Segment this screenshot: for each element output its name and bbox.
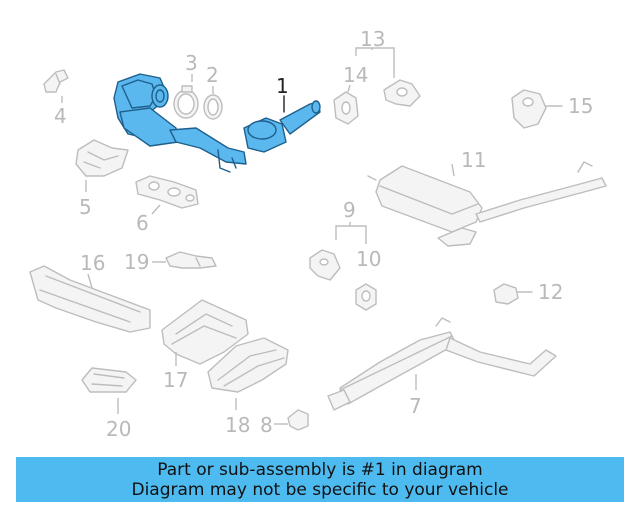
label-4[interactable]: 4 (54, 104, 67, 128)
label-17[interactable]: 17 (163, 368, 188, 392)
label-7[interactable]: 7 (409, 394, 422, 418)
label-5[interactable]: 5 (79, 195, 92, 219)
part-8-clamp[interactable] (287, 409, 309, 431)
part-18-heat-shield[interactable] (207, 337, 289, 393)
part-19-bracket[interactable] (165, 251, 217, 269)
label-8[interactable]: 8 (260, 413, 273, 437)
part-9-hanger-bracket[interactable] (309, 249, 341, 281)
label-18[interactable]: 18 (225, 413, 250, 437)
part-4-bracket[interactable] (43, 69, 69, 93)
part-7-center-muffler[interactable] (327, 317, 557, 411)
part-20-shield-plate[interactable] (81, 367, 137, 393)
label-11[interactable]: 11 (461, 148, 486, 172)
part-1-catalytic-converter[interactable] (113, 73, 321, 173)
label-15[interactable]: 15 (568, 94, 593, 118)
label-10[interactable]: 10 (356, 247, 381, 271)
label-3[interactable]: 3 (185, 51, 198, 75)
part-13-group-bracket (355, 47, 395, 78)
part-14-hanger[interactable] (333, 91, 359, 125)
part-9-group-bracket (335, 222, 367, 244)
part-12-clamp[interactable] (493, 283, 533, 305)
part-2-gasket[interactable] (203, 94, 223, 120)
part-10-rubber-hanger[interactable] (355, 283, 377, 311)
label-13[interactable]: 13 (360, 27, 385, 51)
label-6[interactable]: 6 (136, 211, 149, 235)
label-1[interactable]: 1 (276, 74, 289, 98)
label-20[interactable]: 20 (106, 417, 131, 441)
part-13-hanger-bracket[interactable] (383, 79, 421, 107)
part-5-heat-shield-bracket[interactable] (75, 139, 129, 177)
part-11-rear-muffler[interactable] (367, 161, 607, 247)
label-12[interactable]: 12 (538, 280, 563, 304)
label-19[interactable]: 19 (124, 250, 149, 274)
part-6-flange-gasket[interactable] (135, 175, 199, 209)
part-3-clamp[interactable] (173, 85, 199, 119)
part-15-mount[interactable] (511, 89, 563, 129)
banner-line-2: Diagram may not be specific to your vehi… (131, 480, 509, 500)
part-17-heat-shield[interactable] (161, 299, 249, 365)
part-16-heat-shield[interactable] (29, 265, 151, 333)
label-14[interactable]: 14 (343, 63, 368, 87)
banner-line-1: Part or sub-assembly is #1 in diagram (157, 460, 483, 480)
label-16[interactable]: 16 (80, 251, 105, 275)
info-banner: Part or sub-assembly is #1 in diagram Di… (16, 457, 624, 502)
label-2[interactable]: 2 (206, 63, 219, 87)
parts-diagram: 1 2 3 4 5 6 13 (29, 27, 607, 441)
label-9[interactable]: 9 (343, 198, 356, 222)
